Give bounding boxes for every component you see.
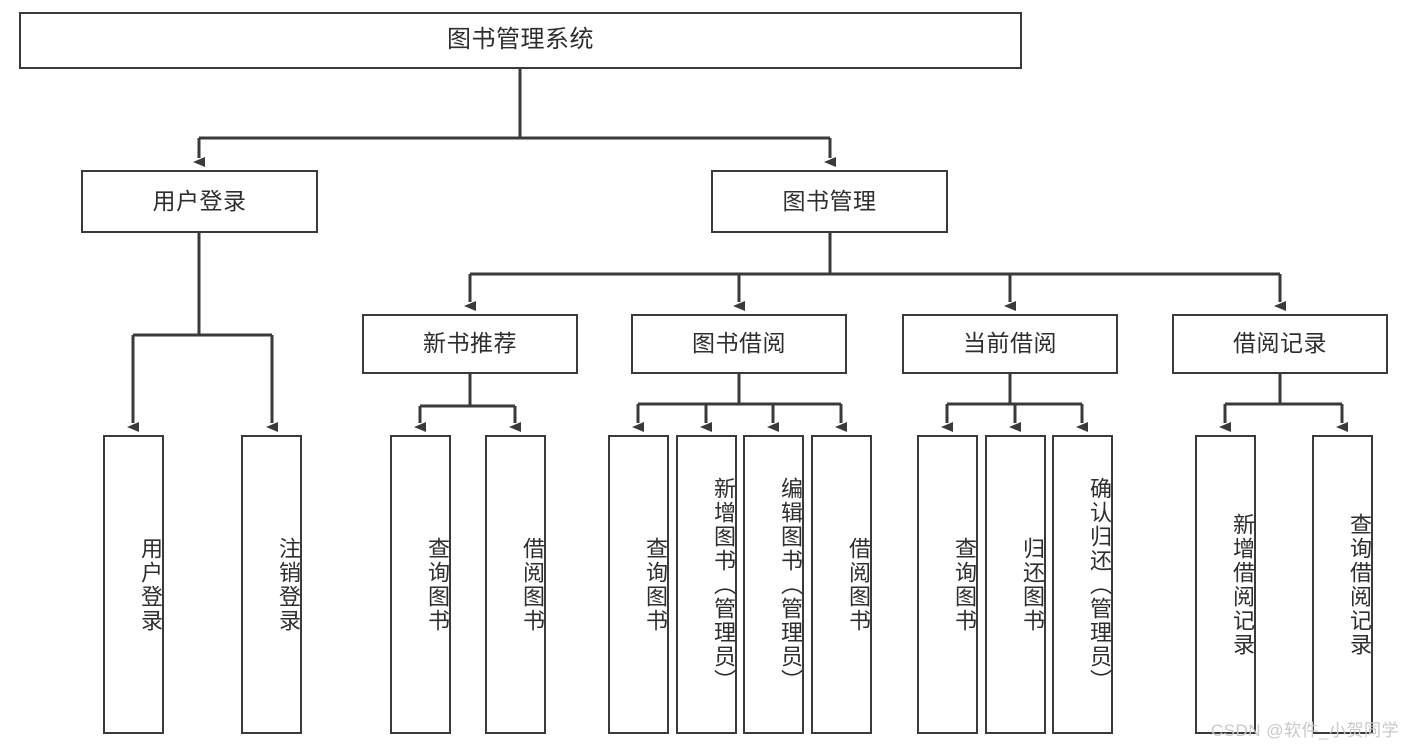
node-root-system[interactable]: 图书管理系统 <box>19 12 1022 69</box>
node-label: 图书管理 <box>782 187 877 214</box>
csdn-watermark: CSDN @软件_小贺同学 <box>1210 721 1399 740</box>
leaf-borrow-book-2[interactable]: 借阅图书 <box>811 435 872 734</box>
leaf-query-book-1[interactable]: 查询图书 <box>390 435 451 734</box>
node-label: 新增图书（管理员） <box>711 476 736 693</box>
node-book-borrow[interactable]: 图书借阅 <box>631 314 847 374</box>
leaf-return-book[interactable]: 归还图书 <box>985 435 1046 734</box>
node-user-login[interactable]: 用户登录 <box>81 170 318 233</box>
node-book-manage[interactable]: 图书管理 <box>711 170 948 233</box>
node-label: 注销登录 <box>276 536 301 633</box>
node-label: 图书管理系统 <box>447 26 594 54</box>
node-label: 新增借阅记录 <box>1230 512 1255 657</box>
leaf-user-login[interactable]: 用户登录 <box>103 435 164 734</box>
leaf-query-book-3[interactable]: 查询图书 <box>917 435 978 734</box>
node-current-borrow[interactable]: 当前借阅 <box>902 314 1118 374</box>
node-label: 查询借阅记录 <box>1347 512 1372 657</box>
node-label: 编辑图书（管理员） <box>778 476 803 693</box>
node-label: 当前借阅 <box>963 330 1057 357</box>
leaf-user-logout[interactable]: 注销登录 <box>241 435 302 734</box>
node-label: 借阅图书 <box>520 536 545 633</box>
node-label: 用户登录 <box>152 187 247 214</box>
node-label: 新书推荐 <box>423 330 517 357</box>
node-label: 图书借阅 <box>692 330 786 357</box>
node-label: 确认归还（管理员） <box>1087 476 1112 693</box>
leaf-query-book-2[interactable]: 查询图书 <box>608 435 669 734</box>
node-label: 查询图书 <box>952 536 977 633</box>
leaf-borrow-book-1[interactable]: 借阅图书 <box>485 435 546 734</box>
node-label: 查询图书 <box>425 536 450 633</box>
leaf-query-borrow-record[interactable]: 查询借阅记录 <box>1312 435 1373 734</box>
leaf-add-borrow-record[interactable]: 新增借阅记录 <box>1195 435 1256 734</box>
node-label: 借阅记录 <box>1233 330 1327 357</box>
node-label: 查询图书 <box>643 536 668 633</box>
leaf-add-book-admin[interactable]: 新增图书（管理员） <box>676 435 737 734</box>
leaf-edit-book-admin[interactable]: 编辑图书（管理员） <box>743 435 804 734</box>
leaf-confirm-return-admin[interactable]: 确认归还（管理员） <box>1052 435 1113 734</box>
node-new-book-recommend[interactable]: 新书推荐 <box>362 314 578 374</box>
node-borrow-record[interactable]: 借阅记录 <box>1172 314 1388 374</box>
node-label: 归还图书 <box>1020 536 1045 633</box>
node-label: 用户登录 <box>138 536 163 633</box>
node-label: 借阅图书 <box>846 536 871 633</box>
